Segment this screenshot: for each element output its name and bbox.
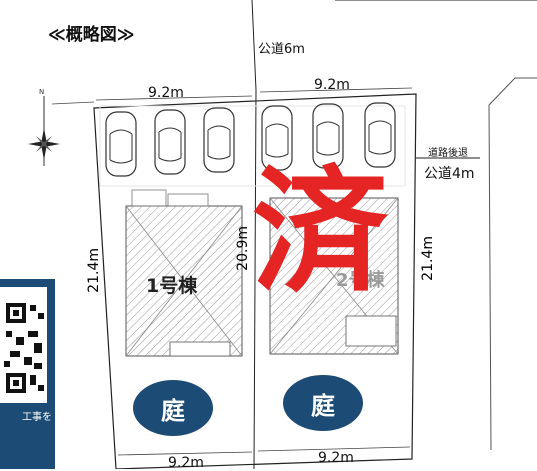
dimension-line <box>259 87 413 93</box>
setback-label: 道路後退 <box>428 148 468 159</box>
building-2-footprint <box>269 197 399 355</box>
dimension-line <box>257 446 411 452</box>
dimension-top-right: 9.2m <box>314 77 350 93</box>
unit-1-label: 1号棟 <box>146 275 198 297</box>
compass-rose-icon: N <box>28 88 60 166</box>
north-pointer-line <box>51 101 95 105</box>
car-top-view-icon <box>364 102 396 168</box>
diagram-heading: ≪概略図≫ <box>48 25 135 45</box>
dimension-bottom-left: 9.2m <box>168 455 204 471</box>
qr-card[interactable]: 工事を <box>0 279 55 469</box>
right-road-label: 公道4m <box>424 166 475 182</box>
right-road-edge-top <box>488 77 537 106</box>
top-road-label: 公道6m <box>258 42 305 57</box>
qr-code-icon <box>0 287 47 403</box>
unit-2-label: 2号棟 <box>336 270 385 291</box>
dimension-right-depth: 21.4m <box>420 236 436 281</box>
dimension-line <box>95 95 253 101</box>
garden-badge-1: 庭 <box>133 380 213 436</box>
car-top-view-icon <box>312 103 344 169</box>
dimension-bottom-right: 9.2m <box>318 450 354 466</box>
parking-area <box>99 105 406 187</box>
dimension-top-left: 9.2m <box>148 85 184 101</box>
road-top-line <box>251 0 257 91</box>
sold-stamp: 済 <box>252 154 388 312</box>
car-top-view-icon <box>154 109 186 175</box>
lot-outline <box>93 93 417 469</box>
dimension-middle-depth: 20.9m <box>235 226 251 271</box>
right-road-edge <box>488 104 492 451</box>
qr-card-note: 工事を <box>22 412 52 423</box>
car-top-view-icon <box>203 107 235 173</box>
dimension-line <box>117 451 253 456</box>
garden-badge-2: 庭 <box>283 375 363 431</box>
dimension-left-depth: 21.4m <box>86 248 102 293</box>
car-top-view-icon <box>105 111 137 177</box>
car-top-view-icon <box>261 105 293 171</box>
building-1-footprint <box>125 189 243 357</box>
svg-text:N: N <box>39 88 44 96</box>
lot-divider <box>253 89 257 469</box>
qr-code-pattern <box>4 303 44 393</box>
